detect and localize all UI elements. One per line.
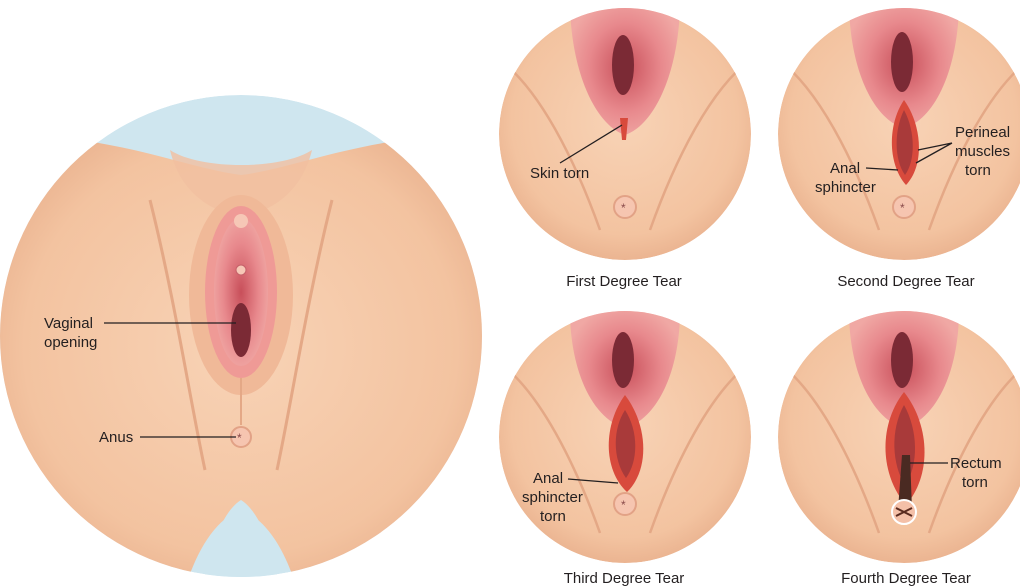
anal-sphincter-torn-label-line3: torn	[540, 508, 566, 525]
perineal-label-line2: muscles	[955, 143, 1010, 160]
skin-torn-label: Skin torn	[530, 165, 589, 182]
svg-text:*: *	[621, 498, 626, 512]
anal-sphincter-torn-label-line1: Anal	[533, 470, 563, 487]
perineal-label-line3: torn	[965, 162, 991, 179]
panel-fourth-degree: Rectum torn Fourth Degree Tear	[778, 310, 1020, 587]
caption-first-degree: First Degree Tear	[566, 273, 682, 290]
anus-label: Anus	[99, 429, 133, 446]
anal-sphincter-torn-label-line2: sphincter	[522, 489, 583, 506]
caption-fourth-degree: Fourth Degree Tear	[841, 570, 971, 587]
vaginal-opening-label-line2: opening	[44, 334, 97, 351]
perineal-label-line1: Perineal	[955, 124, 1010, 141]
svg-text:*: *	[900, 201, 905, 215]
svg-text:*: *	[237, 431, 242, 445]
anal-sphincter-label-line2: sphincter	[815, 179, 876, 196]
panel-third-degree: * Anal sphincter torn Third Degree Tear	[499, 310, 751, 587]
caption-third-degree: Third Degree Tear	[564, 570, 685, 587]
panel-first-degree: * Skin torn First Degree Tear	[499, 0, 751, 290]
rectum-torn-label-line1: Rectum	[950, 455, 1002, 472]
anal-sphincter-label-line1: Anal	[830, 160, 860, 177]
vaginal-opening-label-line1: Vaginal	[44, 315, 93, 332]
panel-second-degree: * Anal sphincter Perineal muscles torn S…	[778, 0, 1020, 290]
rectum-torn-label-line2: torn	[962, 474, 988, 491]
svg-text:*: *	[621, 201, 626, 215]
caption-second-degree: Second Degree Tear	[837, 273, 974, 290]
